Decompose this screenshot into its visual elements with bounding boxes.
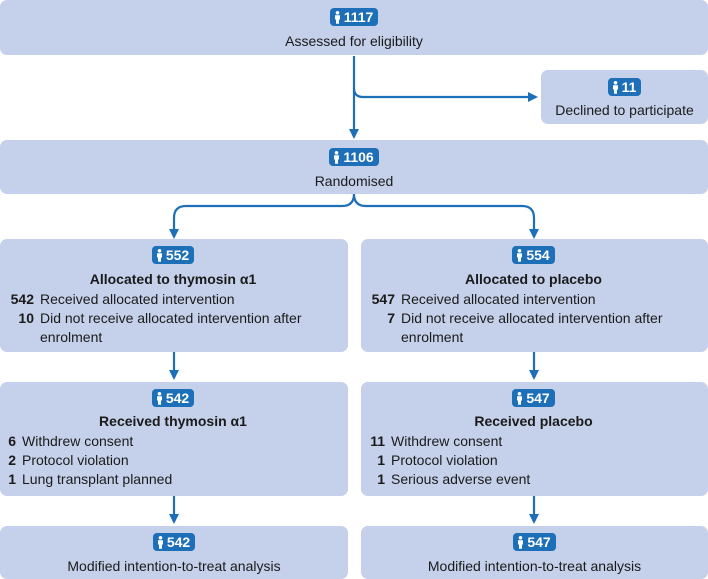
list-item: 11 Withdrew consent [367,432,700,451]
item-text: Lung transplant planned [22,470,173,487]
randomised-label: Randomised [314,172,394,189]
declined-count: 11 [621,79,637,95]
item-text: Withdrew consent [22,432,134,449]
person-icon [612,80,619,94]
item-text: Withdrew consent [391,432,503,449]
arrow-to-declined [352,87,538,102]
item-count: 11 [370,432,385,449]
person-icon [333,150,340,164]
mitt-thymosin-label: Modified intention-to-treat analysis [67,557,281,574]
list-item: 547 Received allocated intervention [367,290,700,309]
item-count: 2 [8,451,16,468]
participants-badge: 547 [512,389,555,407]
alloc-placebo-box: 554 Allocated to placebo 547 Received all… [361,239,708,352]
person-icon [334,10,341,24]
mitt-placebo-count: 547 [527,534,551,550]
list-item: 1 Serious adverse event [367,470,700,489]
item-text: Serious adverse event [391,470,531,487]
assessed-count: 1117 [343,9,374,25]
alloc-placebo-count: 554 [526,247,550,263]
item-count: 542 [10,290,34,307]
mitt-placebo-label: Modified intention-to-treat analysis [427,557,642,574]
item-text: Received allocated intervention [40,290,235,307]
participants-badge: 11 [607,78,642,96]
recv-thymosin-box: 542 Received thymosin α1 6 Withdrew conse… [0,382,348,496]
item-count: 1 [377,451,385,468]
item-count: 1 [377,470,385,487]
alloc-placebo-title: Allocated to placebo [465,270,602,287]
participants-badge: 547 [513,533,556,551]
person-icon [156,391,163,405]
participants-badge: 554 [512,246,555,264]
recv-placebo-title: Received placebo [474,412,593,429]
item-text: Protocol violation [22,451,129,468]
item-count: 7 [387,309,395,326]
randomised-box: 1106 Randomised [0,140,708,194]
item-text: Protocol violation [391,451,498,468]
mitt-placebo-box: 547 Modified intention-to-treat analysis [361,526,708,579]
item-text: Received allocated intervention [401,290,596,307]
list-item: 1 Protocol violation [367,451,700,470]
assessed-box: 1117 Assessed for eligibility [0,0,708,55]
list-item: 2 Protocol violation [6,451,340,470]
list-item: 7 Did not receive allocated intervention … [367,309,700,347]
declined-label: Declined to participate [555,101,694,118]
mitt-thymosin-box: 542 Modified intention-to-treat analysis [0,526,348,579]
participants-badge: 542 [151,389,195,407]
alloc-thymosin-box: 552 Allocated to thymosin α1 542 Received… [0,239,348,352]
list-item: 6 Withdrew consent [6,432,340,451]
list-item: 10 Did not receive allocated intervention… [6,309,340,347]
person-icon [516,248,523,262]
item-count: 547 [371,290,395,307]
participants-badge: 1106 [329,148,379,166]
participants-badge: 1117 [329,8,379,26]
alloc-thymosin-title: Allocated to thymosin α1 [89,270,257,287]
person-icon [157,535,164,549]
assessed-label: Assessed for eligibility [285,32,423,49]
recv-placebo-count: 547 [526,390,550,406]
participants-badge: 552 [151,246,195,264]
person-icon [156,248,163,262]
person-icon [517,535,524,549]
list-item: 542 Received allocated intervention [6,290,340,309]
alloc-thymosin-count: 552 [165,247,190,263]
item-count: 6 [8,432,16,449]
list-item: 1 Lung transplant planned [6,470,340,489]
item-count: 10 [18,309,34,326]
randomised-count: 1106 [343,149,374,165]
participants-badge: 542 [152,533,196,551]
recv-thymosin-title: Received thymosin α1 [99,412,247,429]
person-icon [516,391,523,405]
item-text: Did not receive allocated intervention a… [401,309,663,345]
item-text: Did not receive allocated intervention a… [40,309,302,345]
mitt-thymosin-count: 542 [166,534,191,550]
declined-box: 11 Declined to participate [541,70,708,124]
arrow-randomised-split [172,193,536,236]
recv-thymosin-count: 542 [165,390,190,406]
item-count: 1 [8,470,16,487]
